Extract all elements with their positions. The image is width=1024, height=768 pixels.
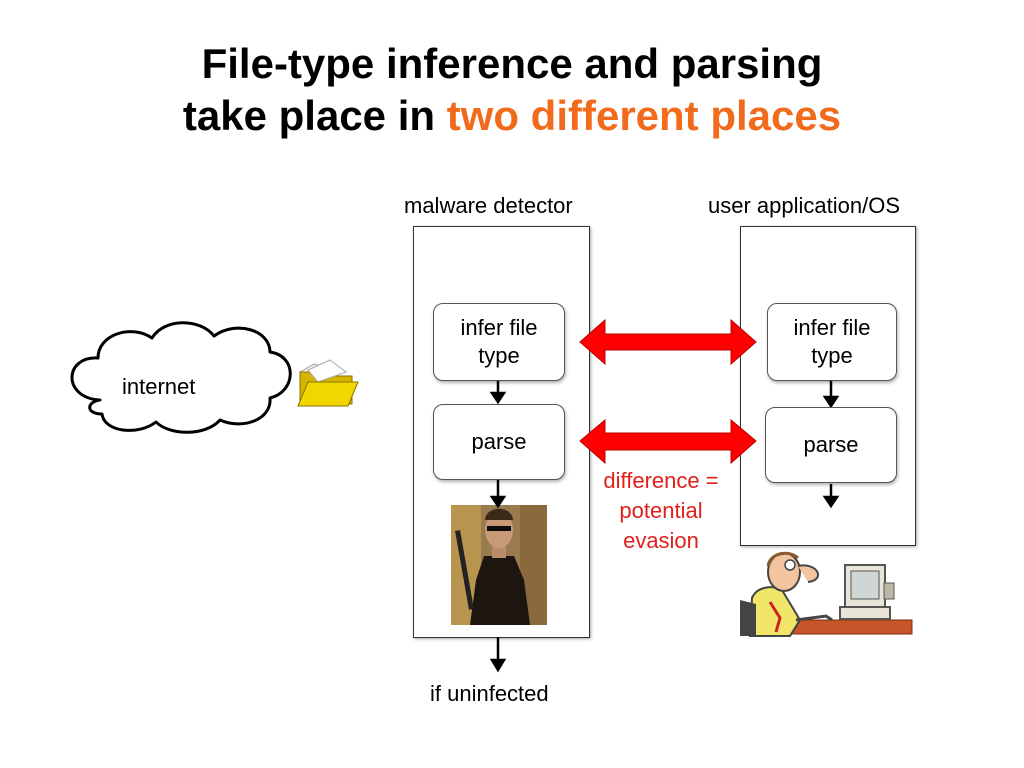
internet-label: internet [122, 374, 196, 399]
folder-icon [297, 359, 359, 407]
comparison-arrow-infer [579, 318, 757, 366]
application-panel [740, 226, 916, 546]
detector-parse-label: parse [471, 429, 527, 454]
difference-note: difference = potential evasion [586, 466, 736, 556]
application-parse-box: parse [765, 407, 897, 483]
title-line-1: File-type inference and parsing [201, 40, 823, 87]
application-infer-line2: type [811, 343, 853, 368]
difference-line1: difference = [603, 468, 719, 493]
title-plain: take place in [182, 92, 447, 139]
terminator-photo [451, 505, 547, 625]
comparison-arrow-parse [579, 418, 757, 465]
application-infer-line1: infer file [793, 315, 871, 340]
if-uninfected-label: if uninfected [430, 681, 549, 706]
difference-line3: evasion [623, 528, 699, 553]
cloud-icon [70, 321, 292, 434]
detector-infer-box: infer file type [433, 303, 565, 381]
office-worker-icon [740, 551, 913, 637]
title-accent: two different places [446, 92, 842, 139]
flow-arrows [489, 381, 840, 673]
application-infer-box: infer file type [767, 303, 897, 381]
application-label: user application/OS [708, 193, 900, 218]
detector-infer-line2: type [478, 343, 520, 368]
detector-label: malware detector [404, 193, 573, 218]
detector-parse-box: parse [433, 404, 565, 480]
application-parse-label: parse [803, 432, 859, 457]
title-line-2: take place in two different places [0, 90, 1024, 142]
detector-infer-line1: infer file [460, 315, 538, 340]
slide-title: File-type inference and parsing take pla… [0, 38, 1024, 142]
difference-line2: potential [619, 498, 703, 523]
